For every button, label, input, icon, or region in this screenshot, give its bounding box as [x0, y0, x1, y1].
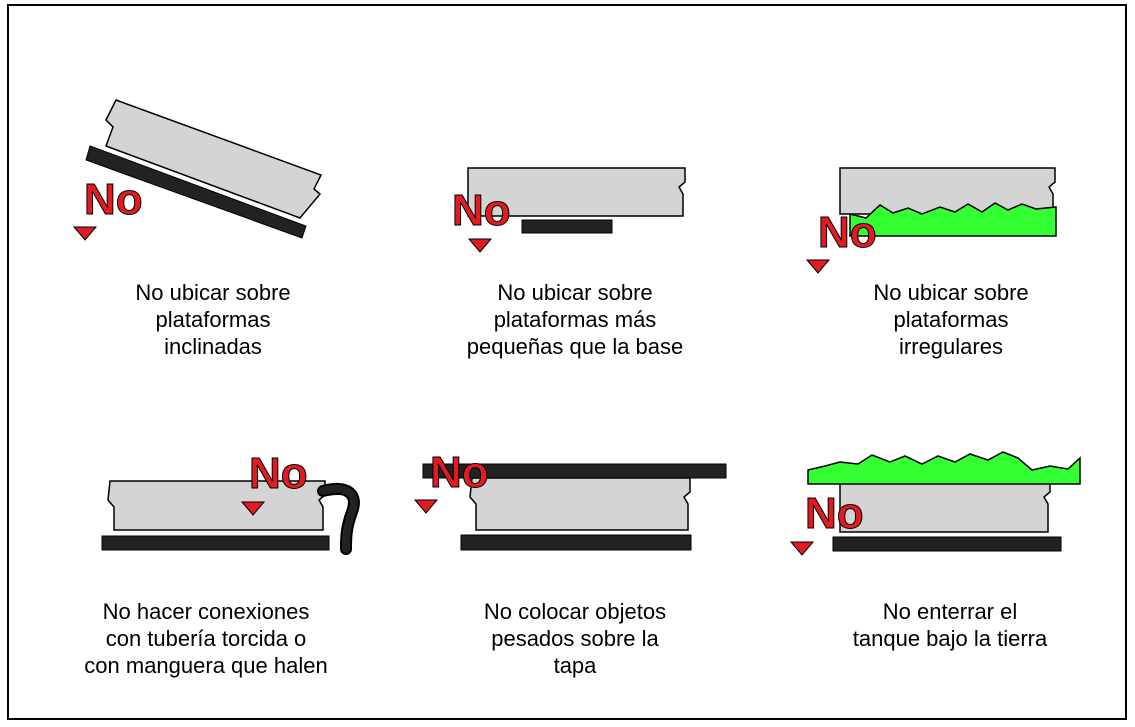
warning-triangle-icon: [72, 226, 98, 241]
panel-irregular-illustration: [839, 167, 1057, 237]
inclined-platform: [85, 145, 307, 239]
tank-body: [105, 99, 323, 219]
panel-buried-illustration: [807, 451, 1081, 552]
warning-buried: No: [789, 489, 864, 556]
warning-triangle-icon: [789, 541, 815, 556]
no-label: No: [818, 208, 877, 257]
no-label: No: [84, 175, 143, 224]
tank-body: [469, 477, 691, 531]
panel-inclined-illustration: [85, 99, 323, 239]
warning-inclined: No: [72, 175, 143, 241]
caption-heavy-objects: No colocar objetos pesados sobre la tapa: [483, 599, 667, 678]
small-platform: [521, 219, 613, 234]
soil-grass-cover: [807, 451, 1081, 485]
warning-triangle-icon: [467, 238, 493, 253]
tank-body: [467, 167, 686, 217]
panel-small-base-illustration: [467, 167, 686, 234]
warning-triangle-icon: [240, 501, 266, 516]
no-label: No: [452, 186, 511, 235]
no-label: No: [430, 448, 489, 497]
warning-small-base: No: [452, 186, 511, 253]
warning-irregular: No: [805, 208, 877, 274]
warning-triangle-icon: [805, 259, 831, 274]
platform: [832, 536, 1062, 552]
caption-irregular: No ubicar sobre plataformas irregulares: [873, 280, 1029, 359]
panel-heavy-objects-illustration: [422, 463, 727, 551]
caption-buried: No enterrar el tanque bajo la tierra: [852, 599, 1048, 651]
warning-triangle-icon: [413, 499, 439, 514]
platform: [460, 534, 692, 551]
caption-twisted-pipe: No hacer conexiones con tubería torcida …: [84, 599, 328, 678]
diagram-frame: [7, 4, 1127, 720]
panel-twisted-pipe-illustration: [101, 480, 360, 555]
no-label: No: [249, 449, 308, 498]
irregular-grass-platform: [849, 202, 1057, 237]
caption-inclined: No ubicar sobre plataformas inclinadas: [135, 280, 291, 359]
no-label: No: [805, 489, 864, 538]
heavy-object-on-lid: [422, 463, 727, 479]
warning-heavy-objects: No: [413, 448, 489, 514]
platform: [101, 535, 330, 551]
caption-small-base: No ubicar sobre plataformas más pequeñas…: [466, 280, 684, 359]
warning-twisted-pipe: No: [240, 449, 308, 516]
tank-body: [839, 477, 1051, 533]
